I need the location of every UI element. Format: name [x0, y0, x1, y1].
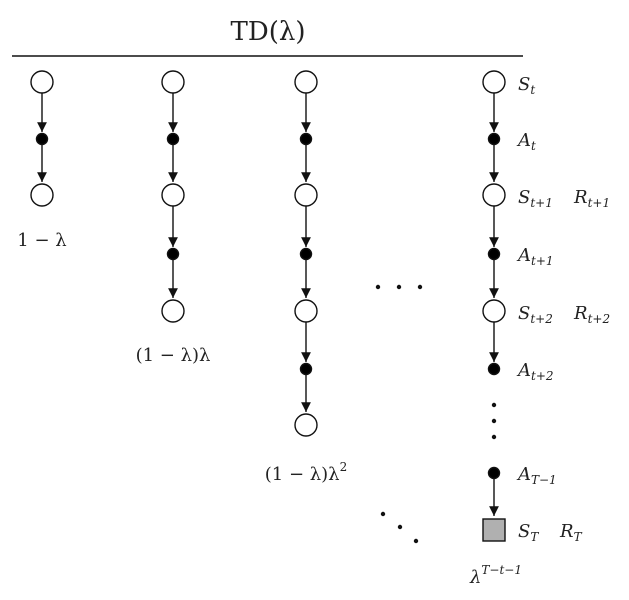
action-node	[166, 247, 180, 261]
backup-column-1	[30, 70, 54, 207]
right-labels: St At St+1 Rt+1 At+1 St+2 Rt+2 At+2 AT−1…	[516, 74, 610, 544]
state-node	[294, 70, 318, 94]
terminal-state-node	[482, 518, 506, 542]
weight-two-step: (1 − λ)λ	[136, 345, 211, 366]
state-node	[294, 299, 318, 323]
diagram-title: TD(λ)	[231, 17, 306, 47]
action-node	[299, 247, 313, 261]
weight-three-step: (1 − λ)λ2	[265, 460, 347, 485]
action-node	[487, 132, 501, 146]
action-node	[487, 247, 501, 261]
action-node	[166, 132, 180, 146]
backup-column-4	[482, 70, 506, 542]
backup-column-3	[294, 70, 318, 437]
state-node	[294, 413, 318, 437]
action-node	[487, 466, 501, 480]
weight-final: λT−t−1	[469, 563, 522, 588]
label-r-t1: Rt+1	[573, 187, 610, 210]
diagonal-ellipsis	[380, 511, 419, 544]
label-r-T: RT	[559, 521, 583, 544]
label-s-T: ST	[518, 521, 539, 544]
label-s-t: St	[518, 74, 535, 97]
label-s-t2: St+2	[518, 303, 553, 326]
weight-three-step-base: (1 − λ)λ	[265, 464, 340, 485]
label-a-t1: At+1	[516, 245, 554, 268]
label-a-t2: At+2	[516, 360, 554, 383]
vertical-ellipsis	[491, 402, 497, 440]
backup-column-2	[161, 70, 185, 323]
state-node	[161, 70, 185, 94]
horizontal-ellipsis	[375, 284, 423, 290]
weight-final-exponent: T−t−1	[481, 563, 522, 577]
label-r-t2: Rt+2	[573, 303, 610, 326]
action-node	[299, 132, 313, 146]
state-node	[294, 183, 318, 207]
action-node	[35, 132, 49, 146]
label-a-T1: AT−1	[516, 464, 557, 487]
state-node	[482, 299, 506, 323]
state-node	[161, 299, 185, 323]
action-node	[487, 362, 501, 376]
state-node	[30, 183, 54, 207]
weight-one-step: 1 − λ	[17, 230, 66, 251]
label-a-t: At	[516, 130, 536, 153]
state-node	[161, 183, 185, 207]
action-node	[299, 362, 313, 376]
state-node	[30, 70, 54, 94]
state-node	[482, 70, 506, 94]
label-s-t1: St+1	[518, 187, 553, 210]
state-node	[482, 183, 506, 207]
weight-three-step-exponent: 2	[340, 460, 348, 474]
weight-final-base: λ	[469, 567, 481, 588]
